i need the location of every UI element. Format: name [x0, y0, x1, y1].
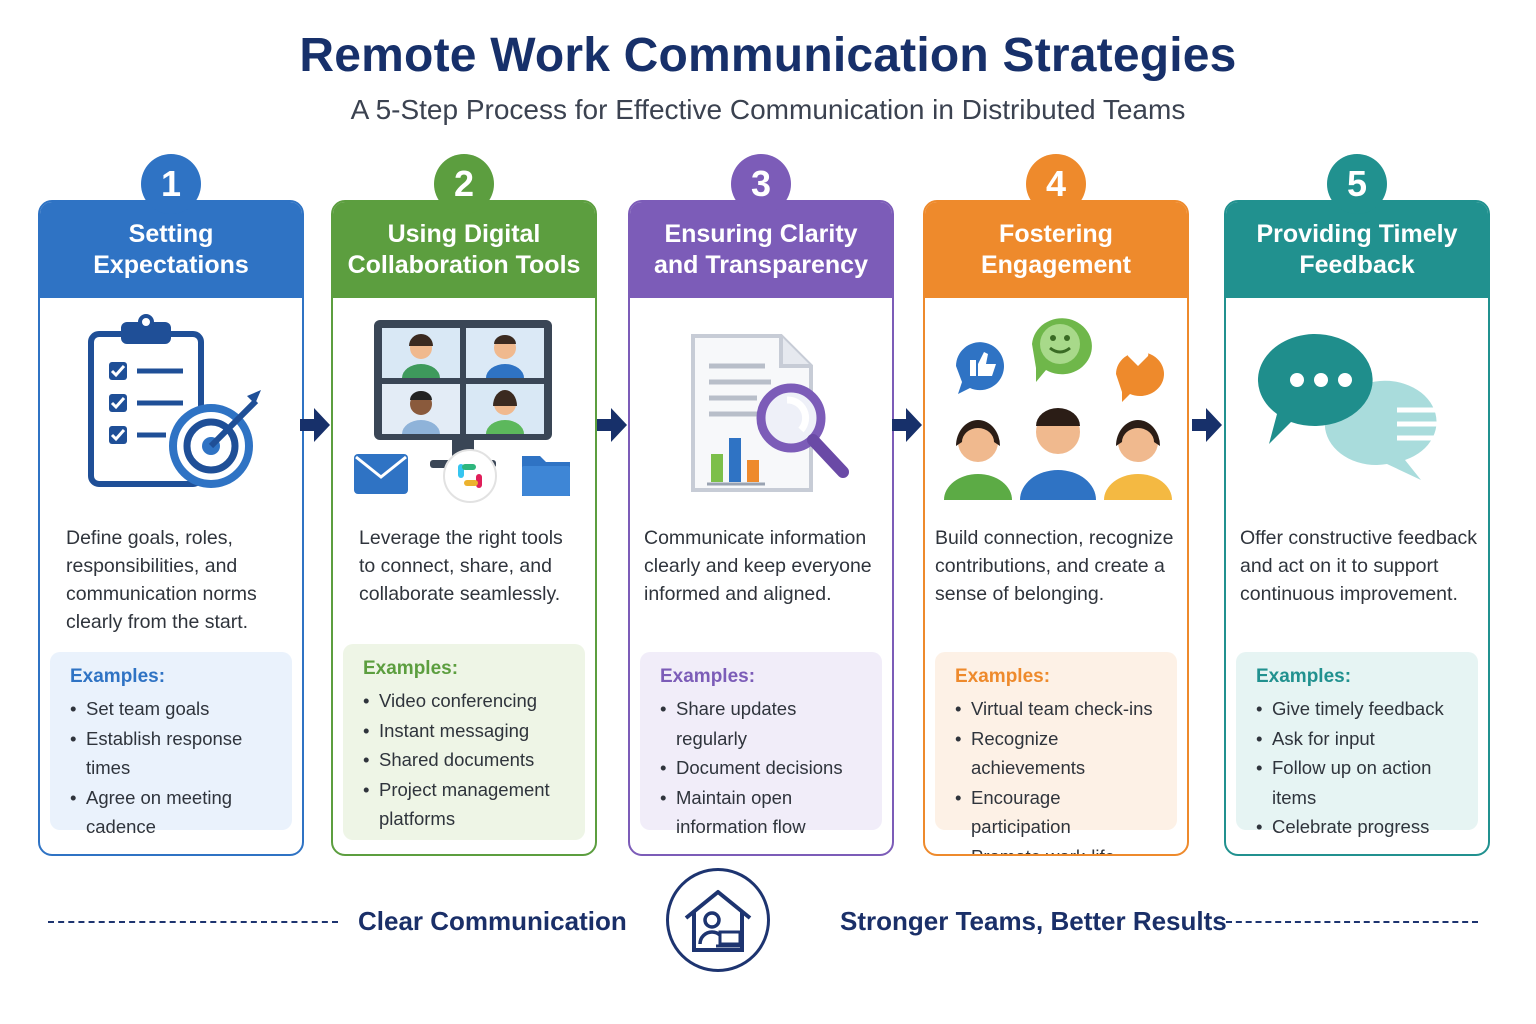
step-title: Fostering Engagement	[925, 202, 1187, 298]
clipboard-target-icon	[40, 314, 302, 514]
examples-box: Examples: Give timely feedback Ask for i…	[1236, 652, 1478, 841]
footer-right-text: Stronger Teams, Better Results	[840, 906, 1227, 936]
example-item: Celebrate progress	[1256, 812, 1462, 842]
arrow-right-icon	[1192, 408, 1222, 442]
examples-title: Examples:	[955, 666, 1051, 687]
page-subtitle: A 5-Step Process for Effective Communica…	[350, 94, 1186, 125]
examples-title: Examples:	[660, 666, 756, 687]
example-item: Share updates regularly	[660, 694, 866, 753]
example-item: Ask for input	[1256, 724, 1462, 754]
step-description: Offer constructive feedback and act on i…	[1240, 527, 1478, 605]
example-item: Encourage participation	[955, 783, 1161, 842]
step-description: Leverage the right tools to connect, sha…	[359, 527, 563, 605]
step-card: Setting Expectations	[38, 200, 304, 856]
example-item: Virtual team check-ins	[955, 694, 1161, 724]
example-item: Set team goals	[70, 694, 276, 724]
example-item: Instant messaging	[363, 716, 569, 746]
step-title: Setting Expectations	[40, 202, 302, 298]
example-item: Establish response times	[70, 724, 276, 783]
team-reactions-icon	[925, 314, 1187, 514]
step-card: Fostering Engagement	[923, 200, 1189, 856]
footer-divider-right	[1226, 921, 1478, 923]
step-title: Ensuring Clarity and Transparency	[630, 202, 892, 298]
examples-box: Examples: Video conferencing Instant mes…	[343, 644, 585, 840]
arrow-right-icon	[300, 408, 330, 442]
step-title: Using Digital Collaboration Tools	[333, 202, 595, 298]
step-4: Fostering Engagement	[923, 150, 1189, 858]
footer-left-text: Clear Communication	[358, 906, 627, 936]
page-title: Remote Work Communication Strategies	[299, 29, 1237, 82]
example-item: Shared documents	[363, 745, 569, 775]
home-office-icon	[666, 868, 770, 972]
step-card: Using Digital Collaboration Tools	[331, 200, 597, 856]
example-item: Give timely feedback	[1256, 694, 1462, 724]
examples-box: Examples: Share updates regularly Docume…	[640, 652, 882, 837]
video-conference-tools-icon	[333, 314, 595, 514]
example-item: Promote work-life balance	[955, 842, 1161, 855]
example-item: Recognize achievements	[955, 724, 1161, 783]
examples-box: Examples: Set team goals Establish respo…	[50, 652, 292, 837]
examples-title: Examples:	[1256, 666, 1352, 687]
example-item: Video conferencing	[363, 686, 569, 716]
example-item: Document decisions	[660, 753, 866, 783]
example-item: Project management platforms	[363, 775, 569, 834]
examples-title: Examples:	[363, 658, 459, 679]
step-number-badge: 2	[434, 154, 494, 214]
step-description: Define goals, roles, responsibilities, a…	[66, 527, 257, 633]
example-item: Maintain open information flow	[660, 783, 866, 842]
step-card: Providing Timely Feedback Offer construc…	[1224, 200, 1490, 856]
footer-divider-left	[48, 921, 338, 923]
step-title: Providing Timely Feedback	[1226, 202, 1488, 298]
step-1: Setting Expectations	[38, 150, 304, 858]
examples-box: Examples: Virtual team check-ins Recogni…	[935, 652, 1177, 854]
example-item: Agree on meeting cadence	[70, 783, 276, 842]
step-description: Communicate information clearly and keep…	[644, 527, 872, 605]
arrow-right-icon	[892, 408, 922, 442]
step-2: Using Digital Collaboration Tools	[331, 150, 597, 858]
step-number-badge: 4	[1026, 154, 1086, 214]
examples-title: Examples:	[70, 666, 166, 687]
chat-bubbles-icon	[1226, 314, 1488, 514]
arrow-right-icon	[597, 408, 627, 442]
step-description: Build connection, recognize contribution…	[935, 527, 1174, 605]
example-item: Follow up on action items	[1256, 753, 1462, 812]
step-card: Ensuring Clarity and Transparency Commun…	[628, 200, 894, 856]
step-number-badge: 1	[141, 154, 201, 214]
step-3: Ensuring Clarity and Transparency Commun…	[628, 150, 894, 858]
step-5: Providing Timely Feedback Offer construc…	[1224, 150, 1490, 858]
step-number-badge: 5	[1327, 154, 1387, 214]
step-number-badge: 3	[731, 154, 791, 214]
document-magnifier-icon	[630, 314, 892, 514]
